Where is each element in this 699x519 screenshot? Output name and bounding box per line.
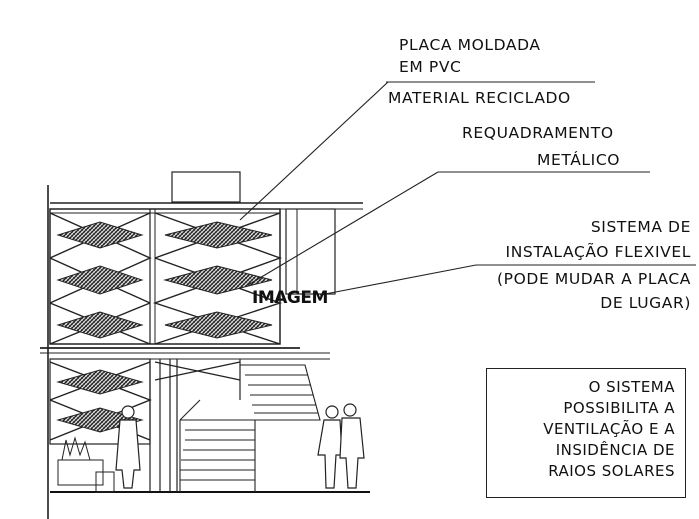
hatched-panel — [164, 221, 273, 249]
hatched-panel — [163, 265, 273, 295]
note-line-4: INSIDÊNCIA DE — [555, 441, 675, 459]
label-placa-moldada: PLACA MOLDADA — [399, 36, 541, 54]
image-placeholder-label: IMAGEM — [252, 288, 328, 308]
label-pode-mudar: (PODE MUDAR A PLACA — [497, 270, 691, 288]
staircase — [179, 364, 321, 492]
label-instalacao-flexivel: INSTALAÇÃO FLEXIVEL — [505, 243, 691, 261]
label-requadramento: REQUADRAMENTO — [462, 124, 614, 142]
note-line-5: RAIOS SOLARES — [548, 462, 675, 480]
label-de-lugar: DE LUGAR) — [600, 294, 691, 312]
note-line-1: O SISTEMA — [588, 378, 675, 396]
people-silhouettes — [115, 403, 365, 489]
hatched-panel — [56, 311, 144, 339]
note-box: O SISTEMA POSSIBILITA A VENTILAÇÃO E A I… — [486, 368, 686, 498]
note-line-3: VENTILAÇÃO E A — [543, 420, 675, 438]
label-metalico: METÁLICO — [537, 151, 621, 169]
label-sistema-de: SISTEMA DE — [590, 218, 691, 236]
upper-facade-panels — [49, 208, 283, 345]
hatched-panel — [56, 221, 144, 249]
roof-volume — [171, 171, 241, 203]
side-volume — [285, 208, 336, 295]
hatched-panel — [56, 265, 144, 295]
lower-facade-panels — [49, 358, 241, 445]
hatched-panel — [56, 369, 144, 395]
hatched-panel — [164, 311, 273, 339]
label-em-pvc: EM PVC — [399, 58, 462, 76]
columns — [149, 359, 241, 492]
leader-lines — [239, 81, 696, 296]
furniture — [57, 436, 115, 493]
note-line-2: POSSIBILITA A — [563, 399, 675, 417]
label-material-reciclado: MATERIAL RECICLADO — [388, 89, 571, 107]
